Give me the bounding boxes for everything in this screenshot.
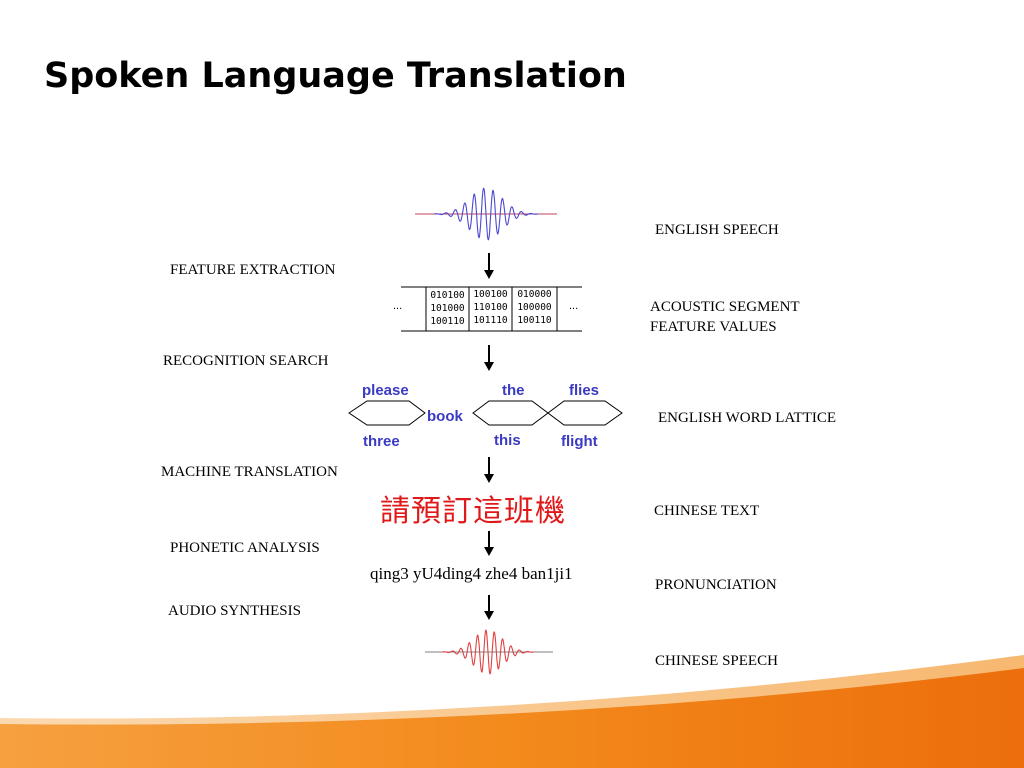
feature-bit-value: 100110	[430, 316, 465, 327]
feature-column-2: 100100 110100 101110	[469, 288, 512, 327]
feature-bit-value: 101000	[430, 303, 465, 314]
label-acoustic-segment: ACOUSTIC SEGMENT FEATURE VALUES	[650, 297, 800, 337]
word-lattice	[348, 400, 623, 426]
arrow-audio-synthesis	[484, 595, 494, 620]
label-pronunciation: PRONUNCIATION	[655, 577, 777, 593]
label-acoustic-segment-line2: FEATURE VALUES	[650, 319, 777, 335]
feature-column-1: 010100 101000 100110	[426, 289, 469, 328]
lattice-node-3	[547, 400, 623, 426]
feature-bit-value: 100110	[517, 315, 552, 326]
feature-values-frame	[401, 286, 582, 332]
arrow-phonetic-analysis	[484, 531, 494, 556]
lattice-word-flies: flies	[569, 382, 600, 399]
feature-bit-value: 010000	[517, 289, 552, 300]
lattice-word-the: the	[502, 382, 525, 399]
label-machine-translation: MACHINE TRANSLATION	[161, 464, 338, 480]
feature-bit-value: 110100	[473, 302, 508, 313]
label-chinese-text: CHINESE TEXT	[654, 503, 760, 519]
feature-column-3: 010000 100000 100110	[512, 288, 557, 327]
lattice-word-three: three	[363, 433, 400, 450]
feature-bit-value: 101110	[473, 315, 508, 326]
lattice-word-book: book	[427, 408, 463, 425]
arrow-machine-translation	[484, 457, 494, 483]
label-phonetic-analysis: PHONETIC ANALYSIS	[170, 540, 320, 556]
label-chinese-speech: CHINESE SPEECH	[655, 653, 778, 669]
label-english-speech: ENGLISH SPEECH	[655, 222, 779, 238]
arrow-feature-extraction	[484, 253, 494, 279]
feature-ellipsis-right: ...	[569, 300, 579, 312]
lattice-node-2	[472, 400, 549, 426]
flow-arrows	[484, 253, 494, 620]
chinese-text: 請預訂這班機	[380, 494, 566, 529]
label-audio-synthesis: AUDIO SYNTHESIS	[168, 603, 301, 619]
feature-ellipsis-left: ...	[393, 300, 403, 312]
chinese-speech-waveform	[425, 629, 553, 675]
lattice-node-1	[348, 400, 426, 426]
feature-bit-value: 100100	[473, 289, 508, 300]
label-feature-extraction: FEATURE EXTRACTION	[170, 262, 336, 278]
pronunciation-text: qing3 yU4ding4 zhe4 ban1ji1	[370, 564, 573, 583]
slide-title: Spoken Language Translation	[44, 56, 627, 96]
arrow-recognition-search	[484, 345, 494, 371]
lattice-word-this: this	[494, 432, 521, 449]
label-recognition-search: RECOGNITION SEARCH	[163, 353, 329, 369]
feature-bit-value: 010100	[430, 290, 465, 301]
label-acoustic-segment-line1: ACOUSTIC SEGMENT	[650, 299, 800, 315]
lattice-word-flight: flight	[561, 433, 598, 450]
english-speech-waveform	[415, 187, 557, 241]
lattice-word-please: please	[362, 382, 409, 399]
label-english-word-lattice: ENGLISH WORD LATTICE	[658, 410, 837, 426]
feature-bit-value: 100000	[517, 302, 552, 313]
